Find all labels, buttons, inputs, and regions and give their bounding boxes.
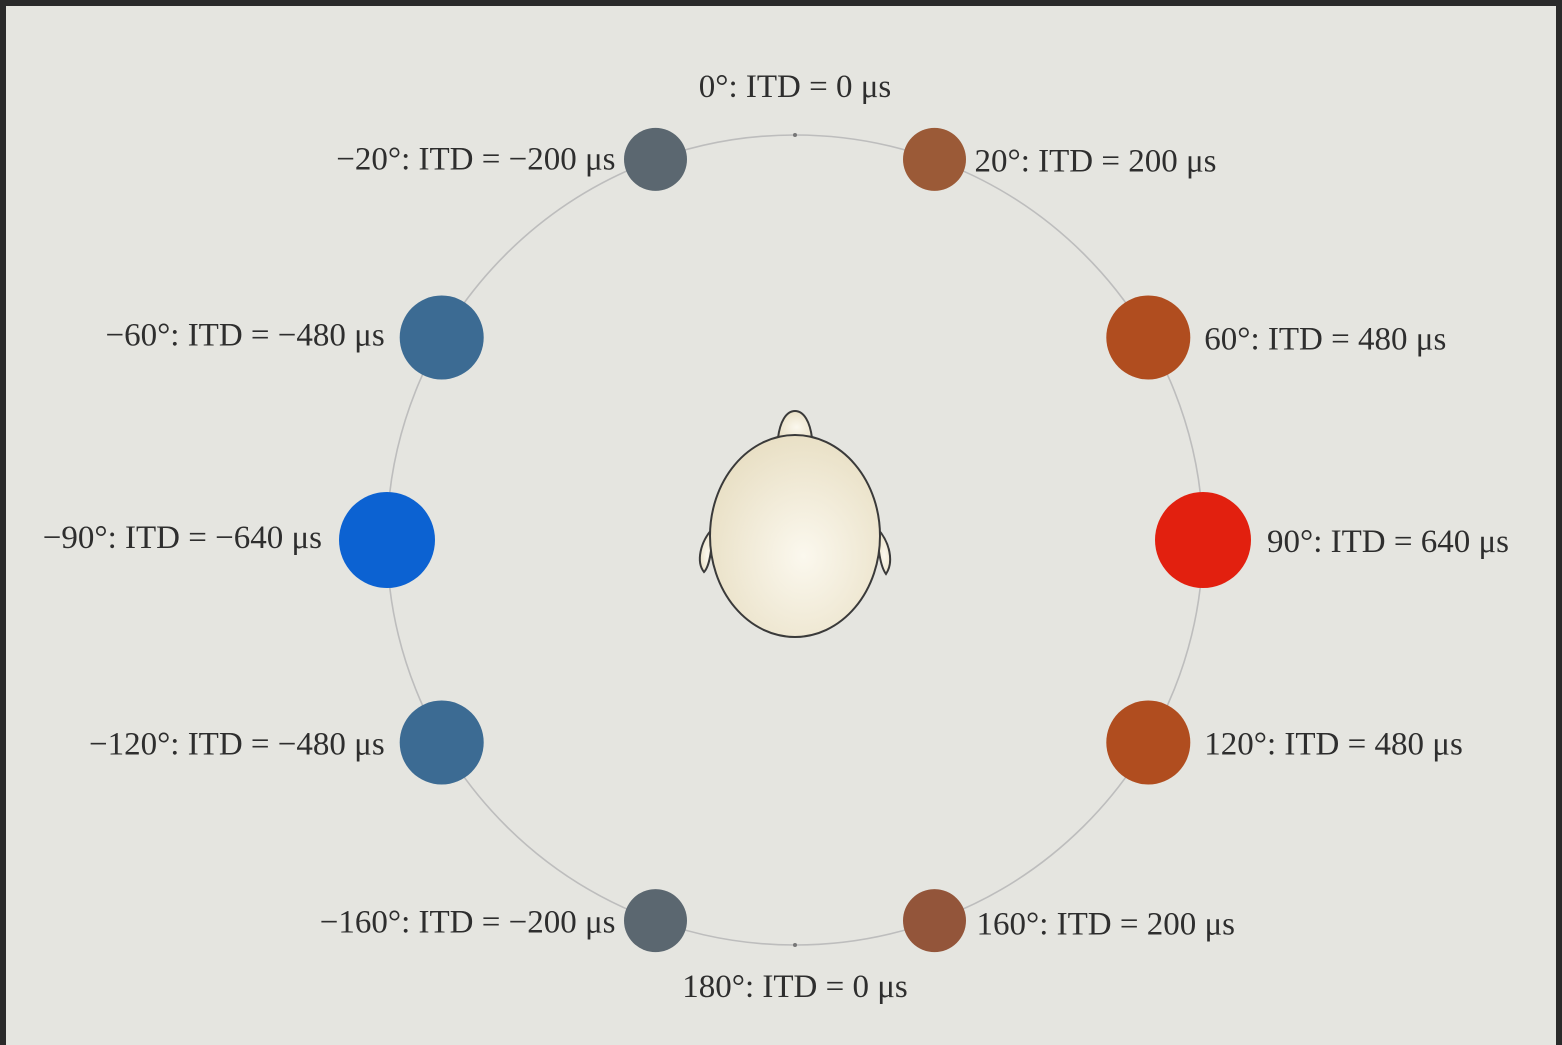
itd-label-neg60: −60°: ITD = −480 μs [105, 318, 384, 354]
itd-label-neg20: −20°: ITD = −200 μs [336, 141, 615, 177]
itd-label-20: 20°: ITD = 200 μs [975, 143, 1217, 179]
itd-marker-20 [903, 127, 966, 191]
itd-marker-neg120 [399, 700, 484, 785]
itd-marker-neg160 [624, 889, 687, 953]
head-icon [698, 409, 892, 638]
itd-marker-neg20 [624, 127, 687, 191]
itd-label-neg120: −120°: ITD = −480 μs [89, 727, 385, 763]
itd-label-60: 60°: ITD = 480 μs [1204, 322, 1446, 358]
itd-marker-neg90 [339, 492, 435, 588]
itd-label-neg90: −90°: ITD = −640 μs [43, 520, 322, 556]
skull-icon [709, 434, 881, 638]
itd-marker-120 [1106, 700, 1191, 785]
itd-label-0: 0°: ITD = 0 μs [699, 69, 892, 105]
itd-label-120: 120°: ITD = 480 μs [1204, 727, 1463, 763]
itd-marker-neg60 [399, 295, 484, 380]
itd-label-160: 160°: ITD = 200 μs [977, 907, 1236, 943]
angle-tick-0 [793, 133, 797, 137]
itd-label-neg160: −160°: ITD = −200 μs [320, 905, 616, 941]
itd-label-180: 180°: ITD = 0 μs [682, 969, 908, 1005]
itd-marker-160 [903, 889, 966, 953]
angle-tick-180 [793, 943, 797, 947]
nose-icon [776, 409, 814, 439]
itd-marker-90 [1155, 492, 1251, 588]
itd-label-90: 90°: ITD = 640 μs [1267, 524, 1509, 560]
itd-marker-60 [1106, 295, 1191, 380]
